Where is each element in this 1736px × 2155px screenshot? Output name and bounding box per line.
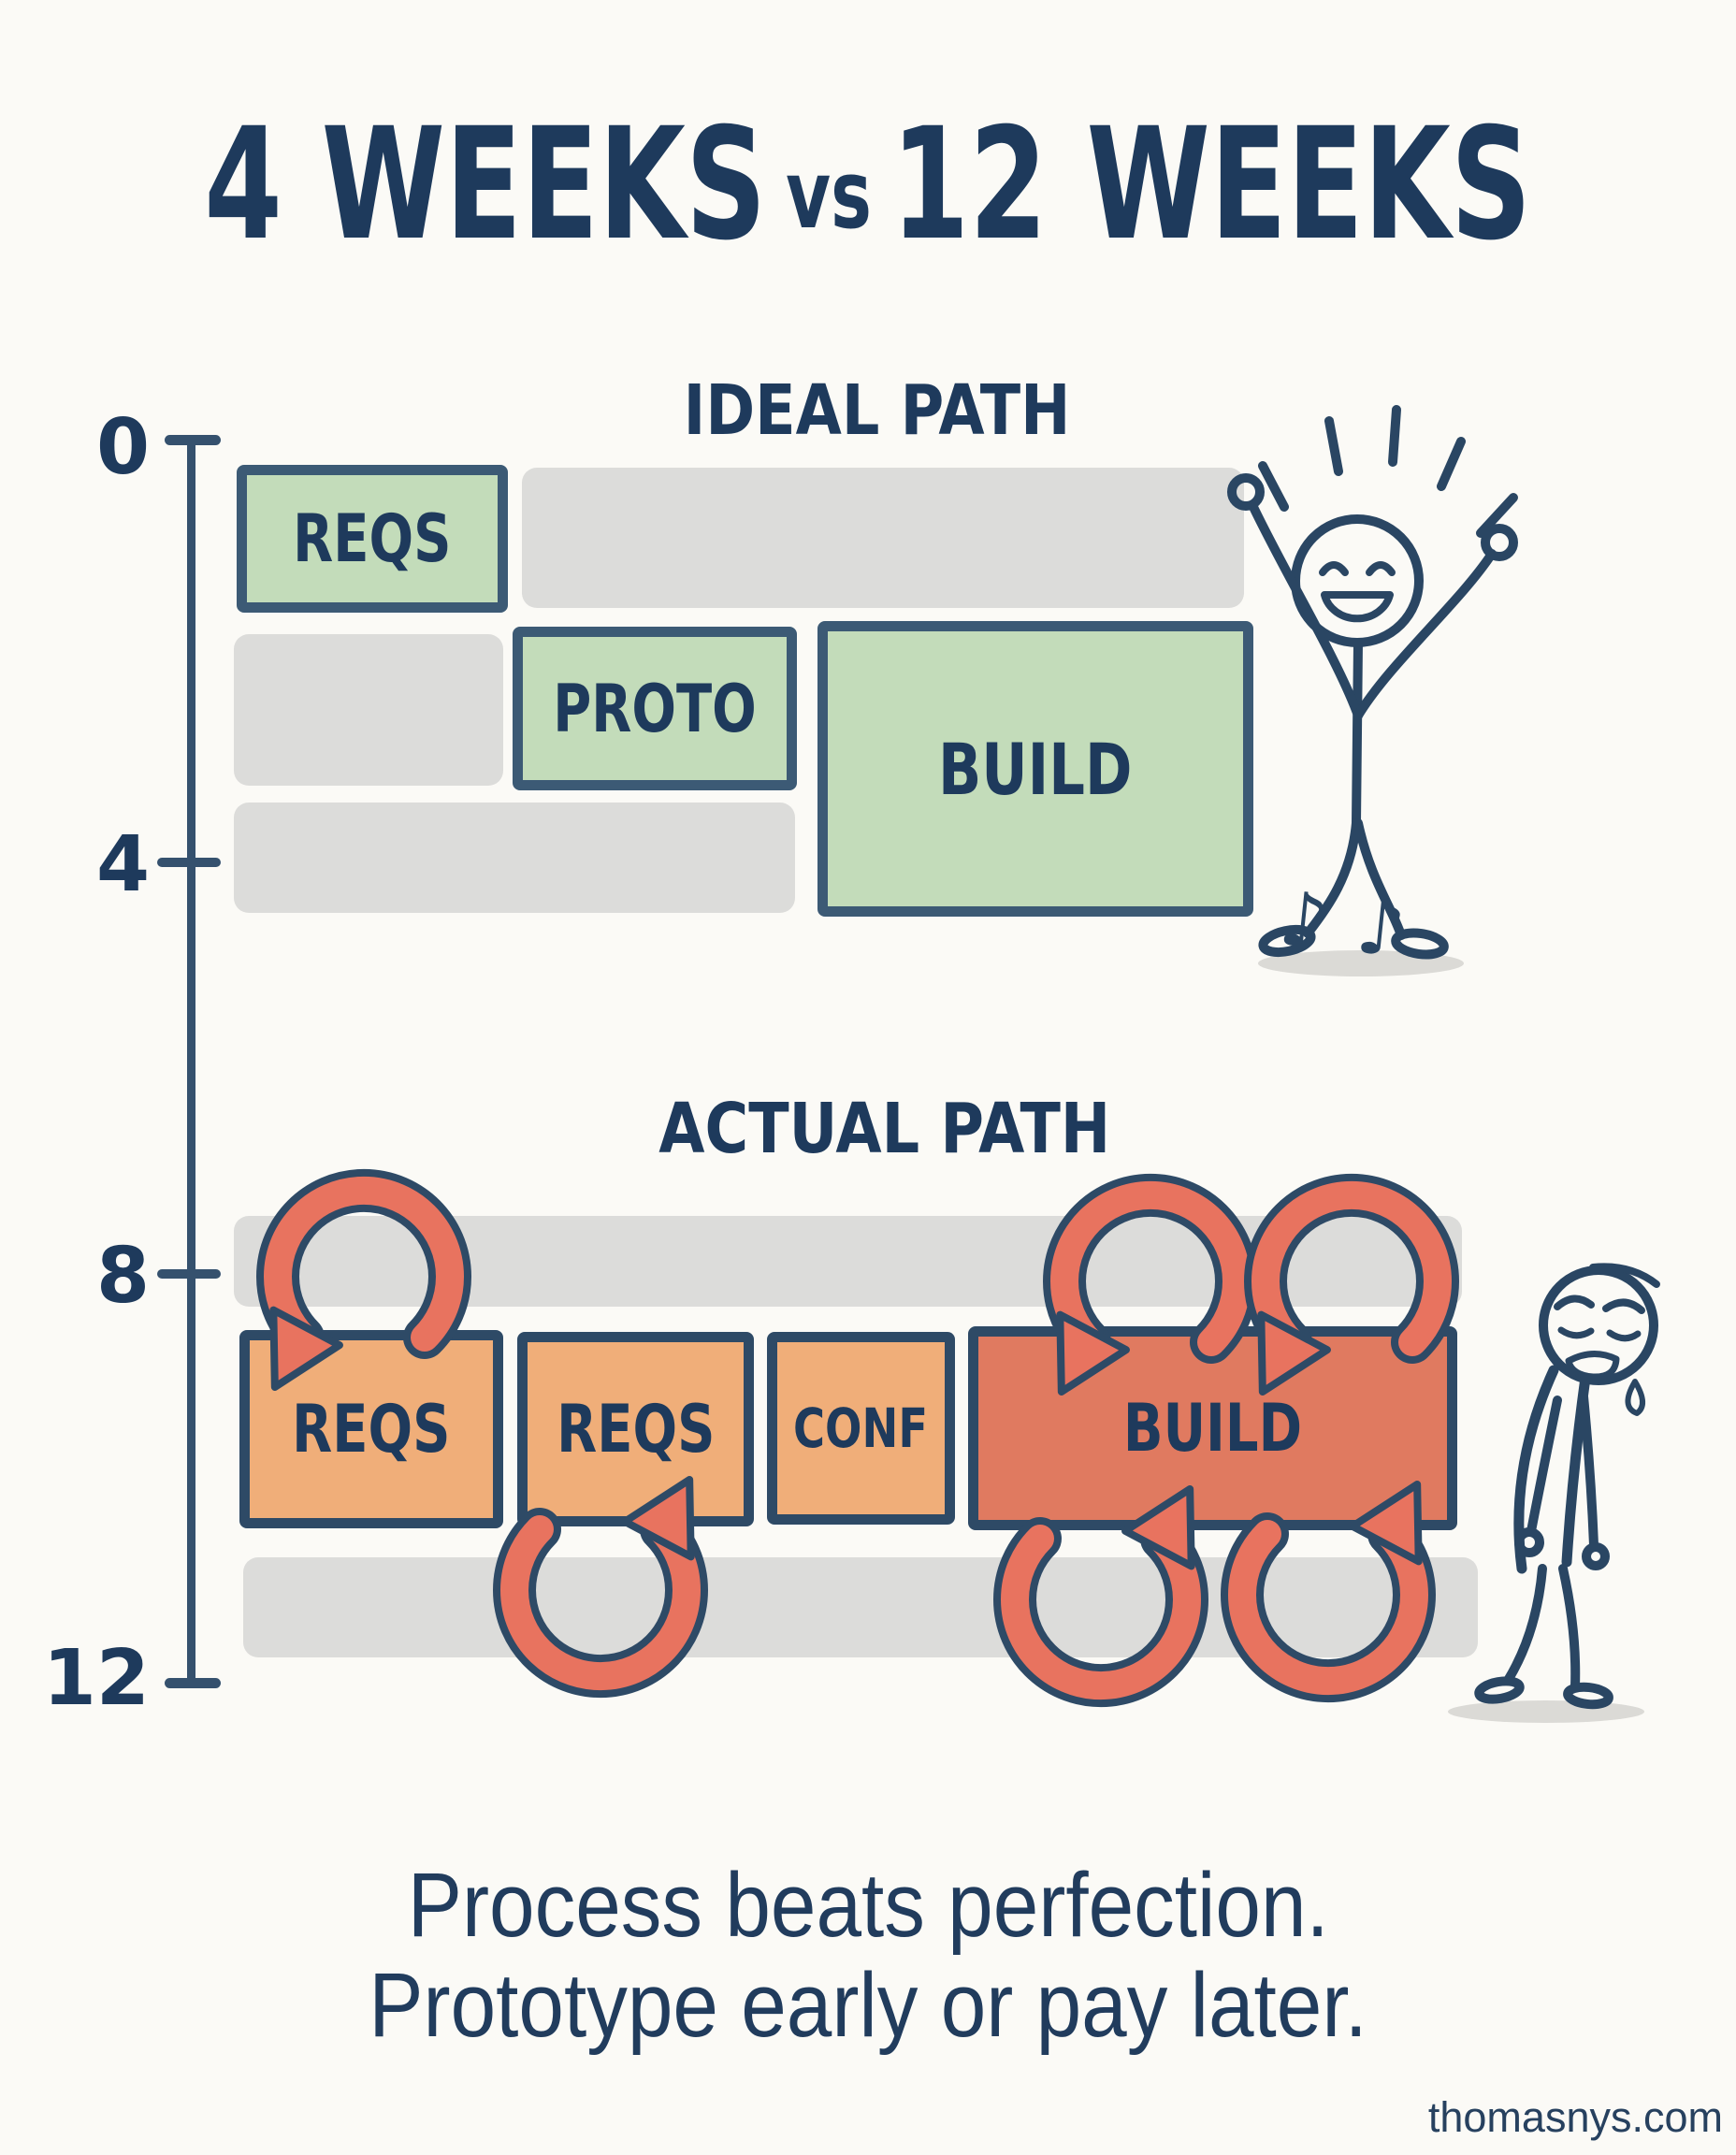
title-right-weeks: 12 WEEKS xyxy=(890,95,1532,275)
sad-stick-figure-icon xyxy=(1448,1263,1660,1723)
phase-label: REQS xyxy=(556,1391,716,1468)
timeline-band xyxy=(522,468,1244,608)
axis-label-0: 0 xyxy=(95,403,150,492)
axis-cap-bottom xyxy=(165,1678,221,1688)
rework-loop-icon xyxy=(256,1168,471,1391)
axis-tick-week8 xyxy=(157,1269,221,1279)
weeks-axis-line xyxy=(187,440,195,1684)
caption: Process beats perfection. Prototype earl… xyxy=(0,1854,1736,2056)
axis-label-4: 4 xyxy=(95,820,150,909)
phase-label: REQS xyxy=(293,500,452,577)
rework-loop-icon xyxy=(1244,1173,1459,1396)
rework-loop-icon xyxy=(1043,1173,1258,1396)
actual-path-heading: ACTUAL PATH xyxy=(658,1089,1111,1169)
phase-label: CONF xyxy=(793,1396,929,1460)
title-vs: vs xyxy=(786,139,873,251)
caption-line-2: Prototype early or pay later. xyxy=(369,1953,1367,2056)
phase-box-actual-conf: CONF xyxy=(767,1332,955,1525)
axis-cap-top xyxy=(165,435,221,445)
title-left-weeks: 4 WEEKS xyxy=(204,95,767,275)
timeline-band xyxy=(234,803,795,913)
phase-label: BUILD xyxy=(1122,1390,1303,1467)
happy-stick-figure-icon xyxy=(1227,405,1518,976)
phase-box-ideal-proto: PROTO xyxy=(513,627,797,790)
rework-loop-icon xyxy=(993,1485,1208,1708)
rework-loop-icon xyxy=(493,1476,708,1699)
watermark: thomasnys.com xyxy=(1427,2093,1723,2141)
music-notes-icon: ♪ ♪ xyxy=(1275,875,1411,975)
timeline-band xyxy=(234,634,503,786)
axis-label-8: 8 xyxy=(95,1232,150,1321)
rework-loop-icon xyxy=(1221,1481,1436,1703)
caption-line-1: Process beats perfection. xyxy=(407,1854,1329,1956)
phase-label: PROTO xyxy=(553,670,757,747)
phase-box-ideal-build: BUILD xyxy=(817,621,1253,917)
phase-label: BUILD xyxy=(938,727,1133,811)
axis-label-12: 12 xyxy=(42,1634,150,1723)
axis-tick-week4 xyxy=(157,858,221,867)
phase-label: REQS xyxy=(292,1391,451,1468)
phase-box-ideal-reqs: REQS xyxy=(237,465,508,613)
ideal-path-heading: IDEAL PATH xyxy=(684,370,1071,451)
